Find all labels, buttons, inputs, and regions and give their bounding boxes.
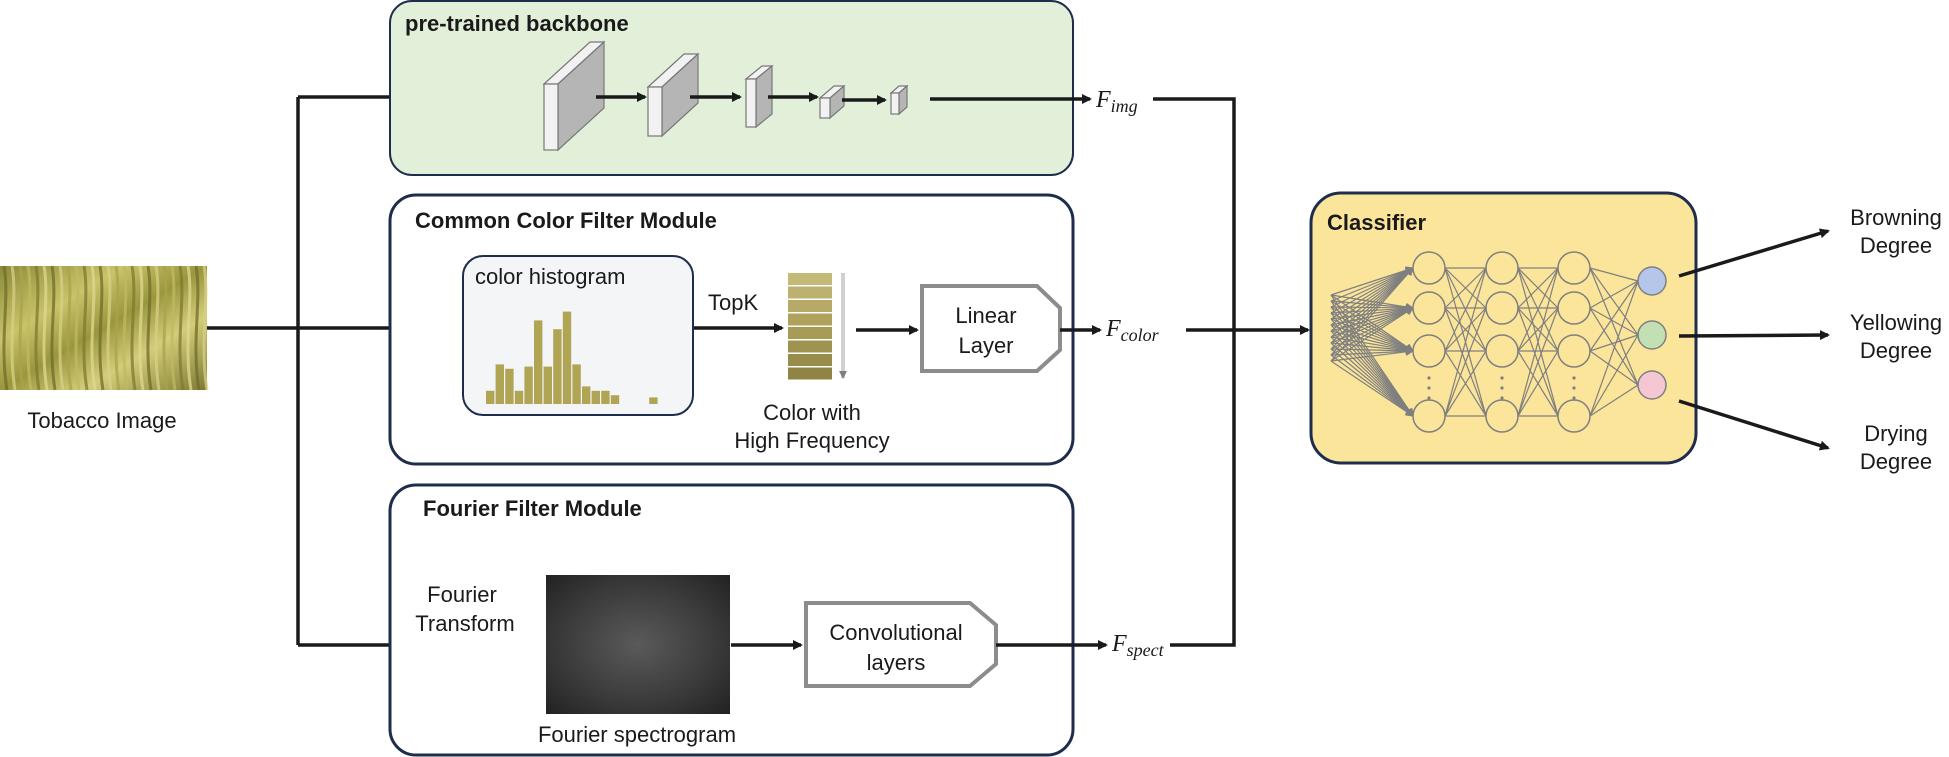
classifier-box — [1309, 191, 1698, 465]
histogram-bar — [553, 329, 562, 404]
conv-line1: Convolutional — [829, 620, 962, 645]
tobacco-image — [0, 265, 209, 391]
color-caption-line1: Color with — [763, 400, 861, 425]
output-browning-line2: Degree — [1860, 233, 1932, 258]
color-swatch — [788, 367, 832, 380]
feature-spect-label: Fspect — [1111, 631, 1165, 660]
histogram-bar — [543, 366, 552, 404]
output-browning-line1: Browning — [1850, 205, 1942, 230]
color-swatch — [788, 286, 832, 299]
output-drying-line1: Drying — [1864, 421, 1928, 446]
hidden-neuron — [1557, 251, 1591, 285]
backbone-title: pre-trained backbone — [405, 11, 629, 36]
color-swatch — [788, 354, 832, 366]
color-swatch — [788, 340, 832, 353]
output-neuron — [1637, 320, 1667, 350]
output-drying-line2: Degree — [1860, 449, 1932, 474]
hidden-neuron — [1412, 291, 1446, 325]
histogram-bar — [582, 386, 591, 404]
linear-layer-line2: Layer — [958, 333, 1013, 358]
hidden-neuron — [1412, 251, 1446, 285]
linear-layer-block — [920, 284, 1062, 373]
histogram-bar — [495, 364, 504, 404]
classifier-title: Classifier — [1327, 210, 1426, 235]
linear-layer-line1: Linear — [955, 303, 1016, 328]
hidden-neuron — [1485, 334, 1519, 368]
color-swatch — [788, 300, 832, 312]
color-swatch — [788, 313, 832, 326]
histogram-bar — [534, 320, 543, 404]
output-arrow-browning — [1678, 228, 1830, 278]
conv-line2: layers — [867, 650, 926, 675]
color-caption-line2: High Frequency — [734, 428, 889, 453]
color-swatch — [788, 273, 832, 285]
hidden-neuron — [1485, 399, 1519, 433]
fourier-transform-line1: Fourier — [427, 582, 497, 607]
feature-color-label: Fcolor — [1105, 316, 1160, 345]
output-arrow-yellowing — [1678, 330, 1830, 341]
color-module-title: Common Color Filter Module — [415, 208, 717, 233]
output-neuron — [1637, 370, 1667, 400]
output-neuron — [1637, 266, 1667, 296]
hidden-neuron — [1557, 399, 1591, 433]
histogram-bar — [591, 390, 600, 404]
convolutional-layers-block — [804, 601, 998, 688]
histogram-title: color histogram — [475, 264, 625, 289]
fourier-module-title: Fourier Filter Module — [423, 496, 642, 521]
histogram-panel — [462, 255, 694, 416]
output-arrow-drying — [1678, 399, 1830, 451]
color-swatch — [788, 327, 832, 339]
histogram-bar — [601, 390, 610, 404]
hidden-neuron — [1557, 291, 1591, 325]
histogram-bars — [486, 311, 658, 404]
fourier-spectrogram — [546, 575, 730, 714]
topk-color-swatches — [788, 273, 832, 380]
histogram-bar — [649, 397, 658, 404]
feature-merge-bus — [1153, 97, 1310, 647]
network-connections — [1330, 266, 1639, 417]
hidden-neuron — [1485, 291, 1519, 325]
histogram-bar — [610, 395, 620, 404]
histogram-bar — [524, 366, 533, 404]
topk-label: TopK — [708, 290, 758, 315]
histogram-bar — [505, 368, 514, 404]
histogram-bar — [486, 390, 495, 404]
histogram-bar — [562, 311, 572, 404]
hidden-neuron — [1412, 399, 1446, 433]
tobacco-image-caption: Tobacco Image — [27, 408, 176, 433]
feature-img-label: Fimg — [1095, 87, 1138, 116]
classifier-network — [1330, 251, 1667, 433]
spectrogram-caption: Fourier spectrogram — [538, 722, 736, 747]
backbone-conv-stack — [542, 40, 909, 152]
hidden-neuron — [1412, 334, 1446, 368]
histogram-bar — [514, 390, 524, 404]
hidden-neuron — [1557, 334, 1591, 368]
hidden-neuron — [1485, 251, 1519, 285]
fourier-transform-line2: Transform — [415, 611, 514, 636]
output-yellowing-line2: Degree — [1860, 338, 1932, 363]
histogram-bar — [572, 364, 581, 404]
output-yellowing-line1: Yellowing — [1850, 310, 1942, 335]
